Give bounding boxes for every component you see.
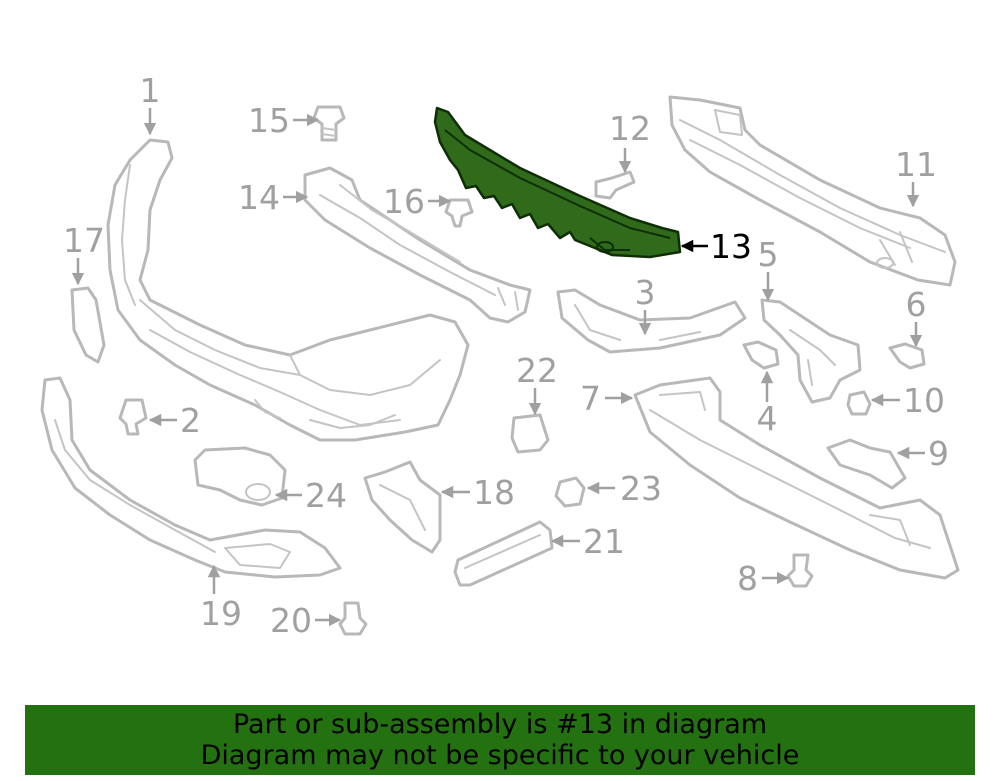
callout-15: 15 bbox=[248, 101, 290, 140]
info-banner: Part or sub-assembly is #13 in diagram D… bbox=[25, 705, 975, 775]
banner-line-1: Part or sub-assembly is #13 in diagram bbox=[232, 709, 768, 740]
part-19-lower-trim bbox=[40, 376, 342, 579]
callout-11: 11 bbox=[895, 145, 937, 184]
callout-2: 2 bbox=[180, 401, 201, 440]
part-8-bolt bbox=[786, 553, 814, 588]
callout-18: 18 bbox=[473, 473, 515, 512]
part-7-lower-beam bbox=[633, 376, 960, 580]
part-11-reinforcement bbox=[668, 95, 957, 287]
part-24-sensor bbox=[193, 446, 287, 507]
part-17-bracket bbox=[70, 286, 106, 364]
part-6-bolt bbox=[888, 342, 926, 370]
part-22-bracket bbox=[510, 413, 550, 454]
part-14-upper-beam bbox=[303, 166, 532, 324]
part-10-bolt bbox=[846, 390, 872, 416]
part-21-cover bbox=[453, 520, 554, 587]
callout-9: 9 bbox=[928, 434, 949, 473]
callout-13: 13 bbox=[710, 227, 752, 266]
part-18-bracket bbox=[363, 460, 442, 554]
callout-7: 7 bbox=[580, 379, 601, 418]
part-9-bracket bbox=[826, 438, 907, 490]
part-3-bracket bbox=[556, 288, 747, 354]
callout-19: 19 bbox=[200, 594, 242, 633]
part-4-bolt bbox=[742, 340, 780, 370]
callout-12: 12 bbox=[609, 109, 651, 148]
callout-24: 24 bbox=[305, 476, 347, 515]
callout-6: 6 bbox=[906, 285, 927, 324]
callout-16: 16 bbox=[383, 182, 425, 221]
part-20-clip bbox=[338, 601, 368, 636]
callout-20: 20 bbox=[270, 601, 312, 640]
leader-lines bbox=[71, 108, 925, 627]
banner-line-2: Diagram may not be specific to your vehi… bbox=[200, 740, 800, 771]
callout-5: 5 bbox=[758, 235, 779, 274]
part-13-energy-absorber bbox=[433, 106, 682, 259]
part-5-bracket bbox=[760, 298, 862, 404]
part-12-bolt bbox=[594, 170, 636, 200]
callout-8: 8 bbox=[737, 559, 758, 598]
part-15-bolt bbox=[312, 105, 346, 142]
callout-3: 3 bbox=[635, 273, 656, 312]
callout-10: 10 bbox=[903, 381, 945, 420]
callout-23: 23 bbox=[620, 469, 662, 508]
part-2-clip bbox=[118, 398, 148, 436]
callout-4: 4 bbox=[757, 399, 778, 438]
part-1-bumper-cover bbox=[106, 138, 470, 442]
callout-22: 22 bbox=[516, 351, 558, 390]
callout-21: 21 bbox=[583, 522, 625, 561]
part-23-clip bbox=[554, 476, 586, 508]
callout-1: 1 bbox=[140, 71, 161, 110]
part-16-clip bbox=[444, 198, 474, 228]
callout-14: 14 bbox=[238, 178, 280, 217]
callout-labels: 1 2 3 4 5 6 7 8 9 10 11 12 13 14 15 16 1… bbox=[63, 71, 949, 640]
callout-17: 17 bbox=[63, 221, 105, 260]
